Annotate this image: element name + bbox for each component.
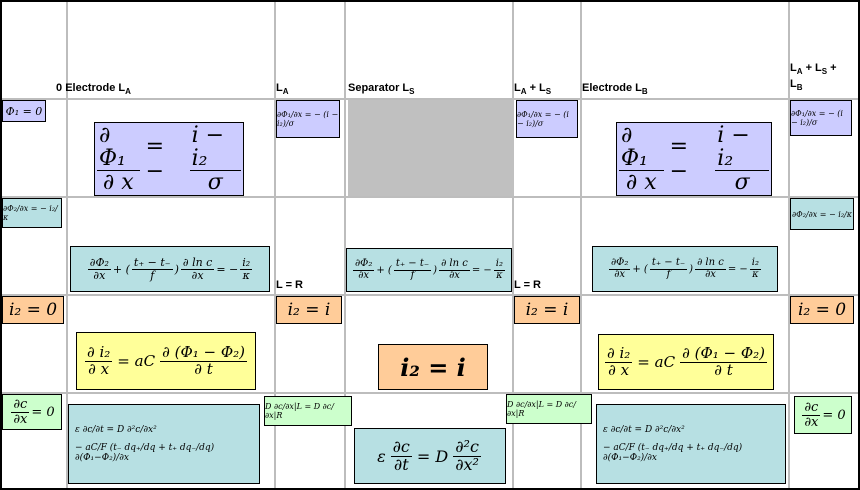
eq-i2-zero-left: i₂ = 0 xyxy=(2,296,64,324)
eq-butler-kinetic-a: ∂ i₂∂ x = aC ∂ (Φ₁ − Φ₂)∂ t xyxy=(76,332,256,390)
grid-line-v xyxy=(788,2,790,488)
grid-line-v xyxy=(512,2,514,488)
grid-line-h xyxy=(2,196,858,198)
eq-i2-equals-i-lals: i₂ = i xyxy=(514,296,580,324)
eq-small-phi1-bc-lals: ∂Φ₁/∂x = − (i − i₂)/σ xyxy=(516,100,578,138)
eq-small-phi1-bc-lb: ∂Φ₁/∂x = − (i − i₂)/σ xyxy=(790,100,852,136)
eq-i2-equals-i-separator: i₂ = i xyxy=(378,344,488,390)
header-separator: Separator LS xyxy=(348,82,415,97)
grid-line-v xyxy=(580,2,582,488)
eq-dc-zero-left: ∂c∂x = 0 xyxy=(2,394,62,430)
label-l-equals-r: L = R xyxy=(514,279,542,291)
grid-line-h xyxy=(2,294,858,296)
eq-small-phi2-bc-right: ∂Φ₂/∂x = − i₂/κ xyxy=(790,198,854,230)
grid-line-v xyxy=(344,2,346,488)
grid-line-h xyxy=(2,98,858,100)
eq-butler-kinetic-b: ∂ i₂∂ x = aC ∂ (Φ₁ − Φ₂)∂ t xyxy=(598,334,774,390)
eq-phi1-zero: Φ₁ = 0 xyxy=(2,100,46,122)
eq-i2-zero-right: i₂ = 0 xyxy=(790,296,854,324)
eq-flux-match-lals: D ∂c/∂x|L = D ∂c/∂x|R xyxy=(506,394,592,424)
grid-line-v xyxy=(66,2,68,488)
header-electrode-a: 0 Electrode LA xyxy=(56,82,131,97)
eq-separator-diffusion: ε ∂c∂t = D ∂²c∂x² xyxy=(354,428,506,484)
header-electrode-b: Electrode LB xyxy=(582,82,648,97)
eq-electrode-diffusion-b: ε ∂c/∂t = D ∂²c/∂x² − aC/F (t₋ dq₊/dq + … xyxy=(596,404,786,484)
header-lb: LA + LS + LB xyxy=(790,62,837,93)
eq-i2-equals-i-la: i₂ = i xyxy=(276,296,342,324)
label-l-equals-r: L = R xyxy=(276,279,304,291)
grid-line-v xyxy=(274,2,276,488)
separator-shaded-cell xyxy=(348,100,514,196)
header-la: LA xyxy=(276,82,289,97)
eq-small-phi1-bc-la: ∂Φ₁/∂x = − (i − i₂)/σ xyxy=(276,100,340,138)
eq-electrode-diffusion-a: ε ∂c/∂t = D ∂²c/∂x² − aC/F (t₋ dq₊/dq + … xyxy=(68,404,260,484)
header-la-ls: LA + LS xyxy=(514,82,552,97)
eq-small-phi2-bc-left: ∂Φ₂/∂x = − i₂/κ xyxy=(2,198,62,228)
grid-line-h xyxy=(2,392,858,394)
eq-dc-zero-right: ∂c∂x = 0 xyxy=(794,396,852,434)
eq-flux-match-la: D ∂c/∂x|L = D ∂c/∂x|R xyxy=(264,396,352,426)
